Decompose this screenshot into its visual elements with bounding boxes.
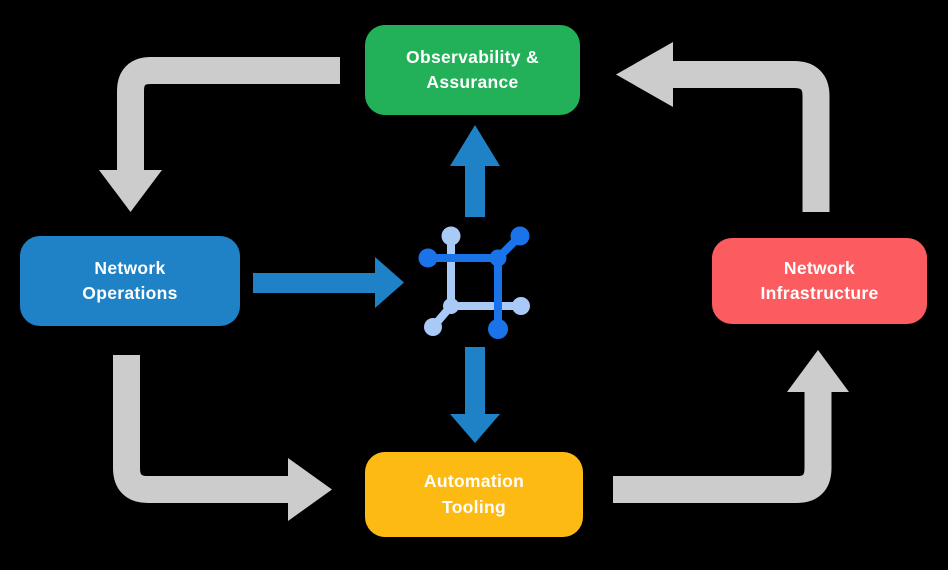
mesh-junction-bottom-left bbox=[443, 298, 459, 314]
node-infrastructure-label: Network Infrastructure bbox=[760, 257, 879, 303]
node-network-infrastructure: Network Infrastructure bbox=[712, 238, 927, 324]
mesh-node-left bbox=[418, 248, 438, 268]
flow-arrow-up-icon bbox=[450, 125, 500, 217]
node-automation-label: Automation Tooling bbox=[423, 471, 525, 517]
cycle-arrow-top-left-head bbox=[99, 170, 162, 212]
mesh-node-bottom bbox=[488, 319, 508, 339]
mesh-node-bottom-left bbox=[424, 318, 442, 336]
cycle-arrow-top-left-shaft bbox=[117, 57, 340, 171]
cycle-arrow-bottom-right-head bbox=[787, 350, 849, 392]
cycle-arrow-top-right-shaft bbox=[672, 61, 830, 212]
network-mesh-icon bbox=[418, 226, 530, 339]
cycle-arrow-top-right-head bbox=[616, 42, 673, 107]
node-observability-assurance: Observability & Assurance bbox=[365, 25, 580, 115]
cycle-arrow-top-right bbox=[616, 42, 830, 212]
node-observability-label: Observability & Assurance bbox=[406, 46, 539, 92]
cycle-arrow-bottom-left-head bbox=[288, 458, 332, 521]
cycle-arrow-bottom-right bbox=[613, 350, 849, 503]
flow-arrow-right-icon bbox=[253, 257, 404, 308]
cycle-arrow-top-left bbox=[99, 57, 340, 212]
mesh-node-top-right bbox=[510, 226, 530, 246]
node-automation-tooling: Automation Tooling bbox=[365, 452, 583, 537]
node-operations-label: Network Operations bbox=[82, 257, 178, 303]
cycle-arrow-bottom-left bbox=[113, 355, 332, 521]
cycle-arrow-bottom-right-shaft bbox=[613, 391, 832, 503]
mesh-junction-top-right bbox=[489, 249, 507, 267]
cycle-arrow-bottom-left-shaft bbox=[113, 355, 289, 503]
node-network-operations: Network Operations bbox=[20, 236, 240, 326]
mesh-node-top bbox=[441, 226, 461, 246]
flow-arrow-down-icon bbox=[450, 347, 500, 443]
mesh-node-right bbox=[512, 297, 530, 315]
